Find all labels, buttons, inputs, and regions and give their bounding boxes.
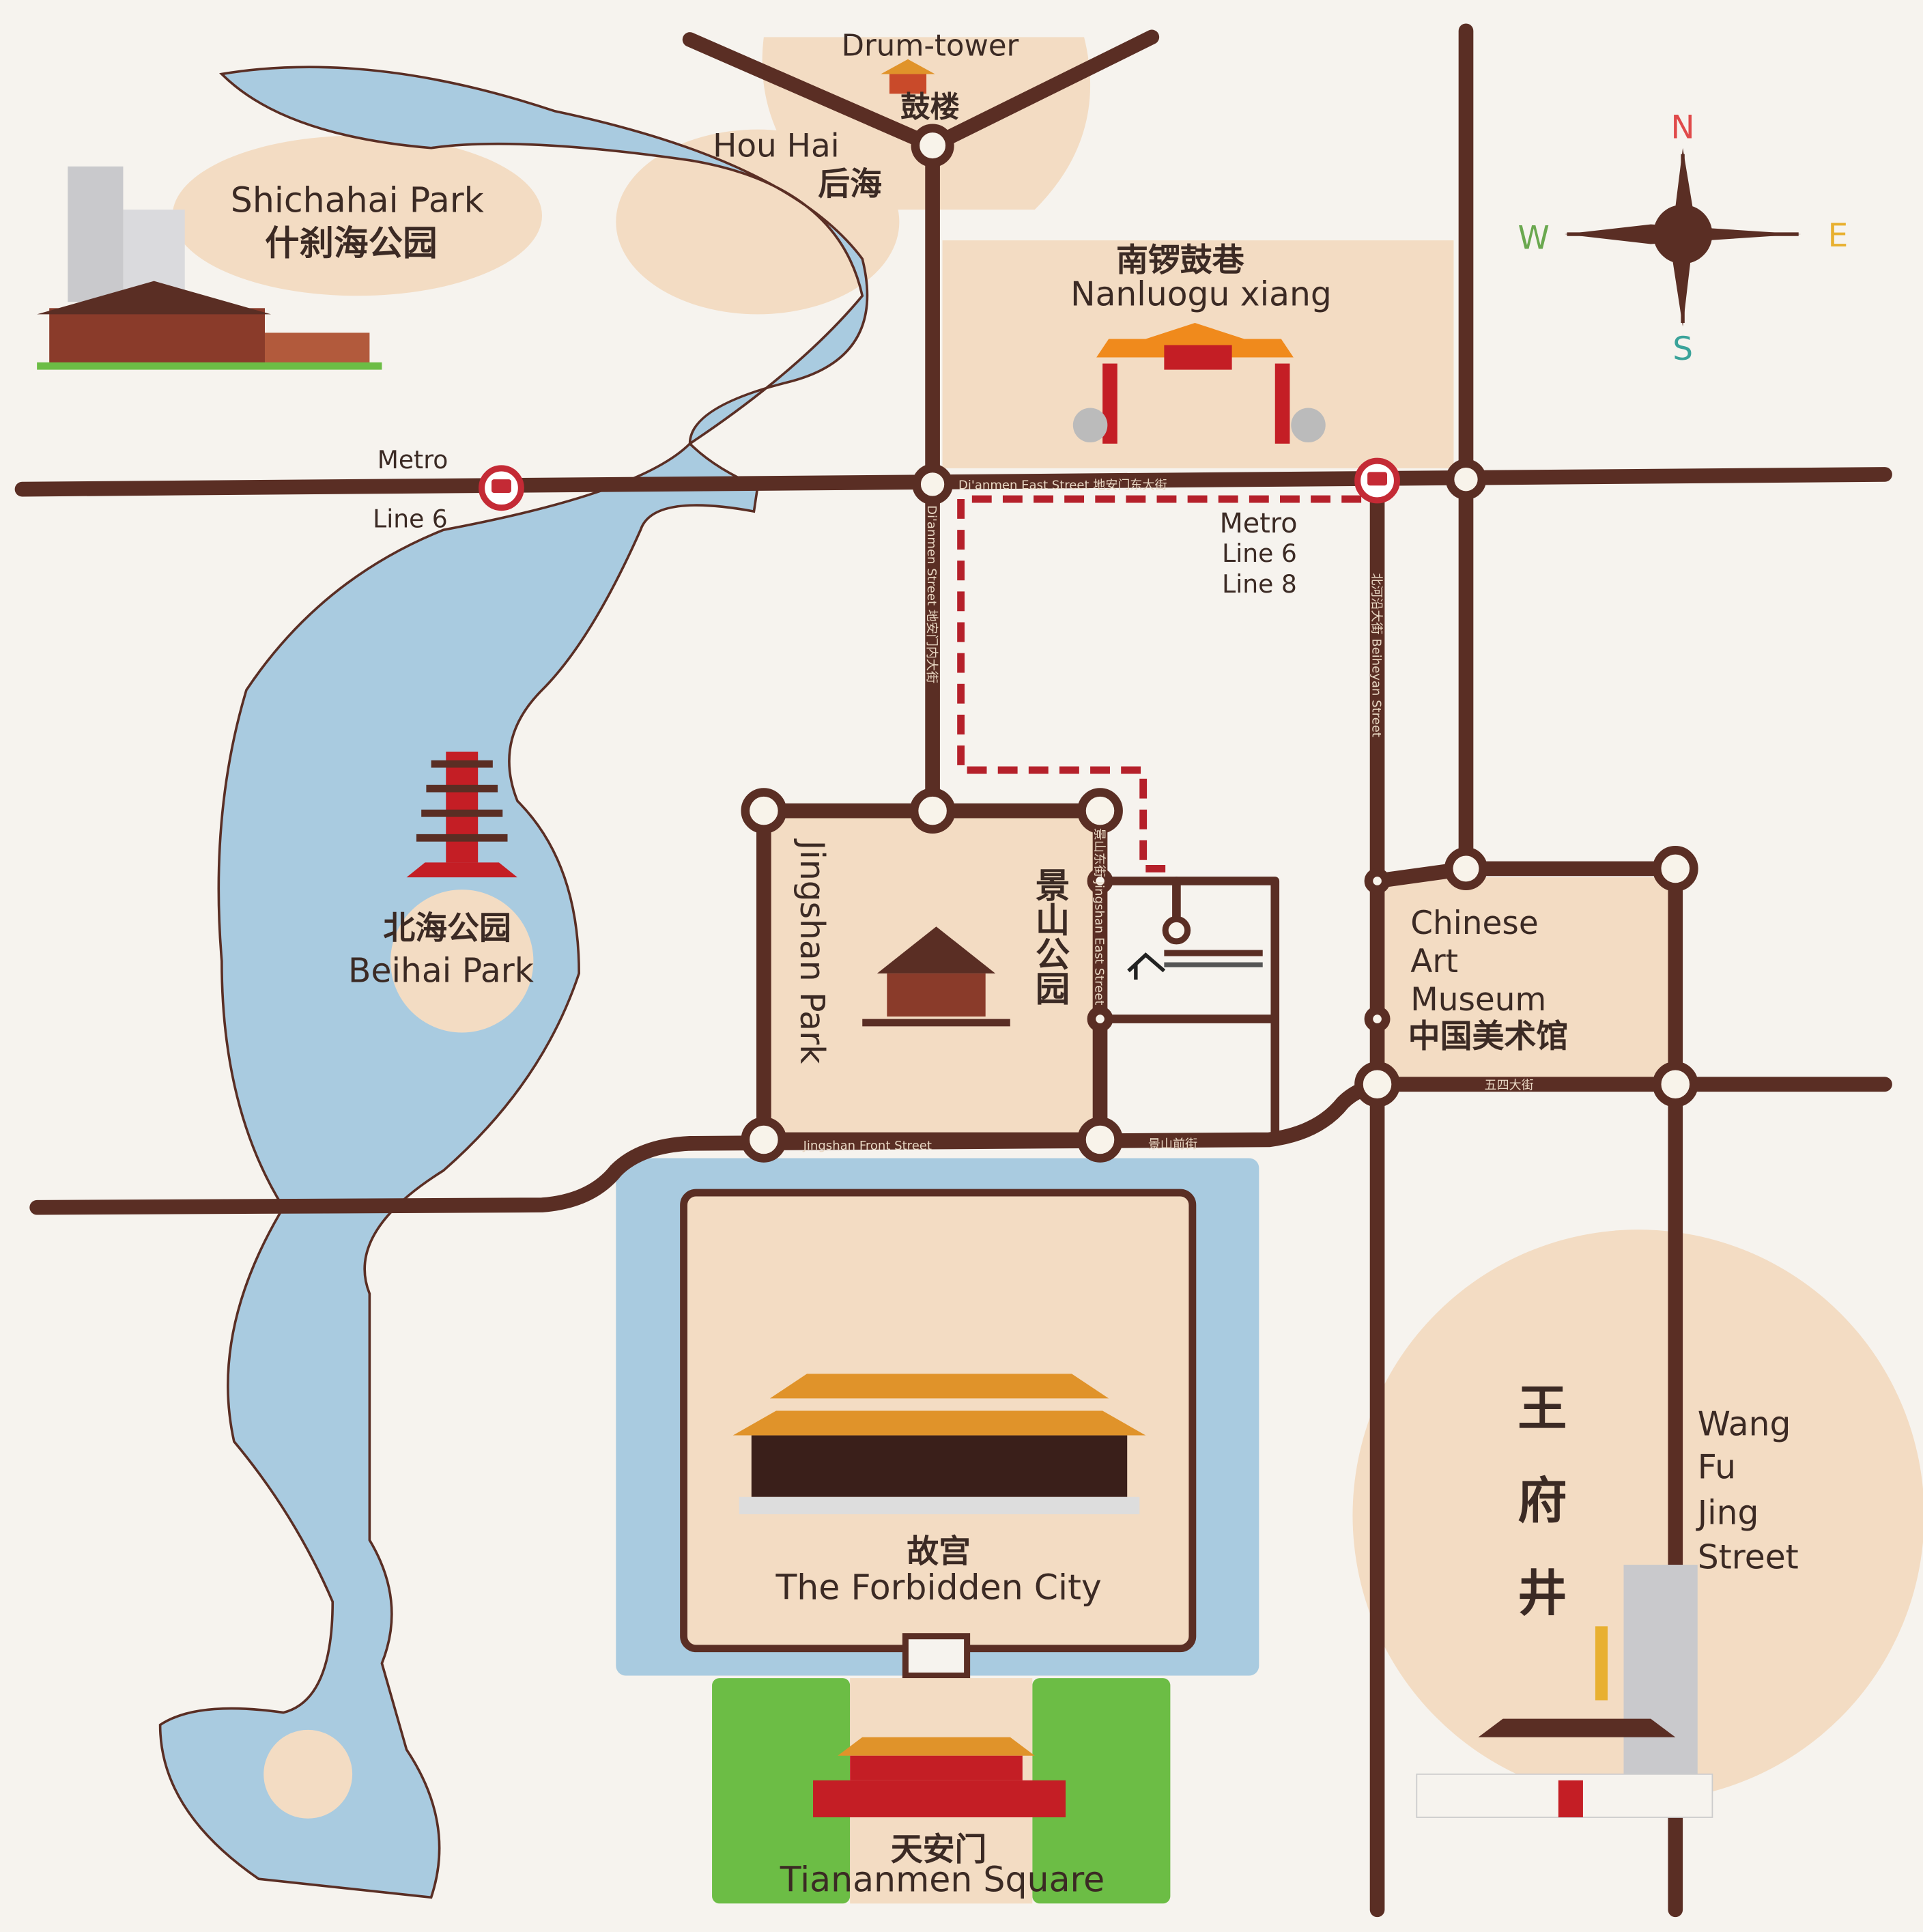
green-lawn-right (1032, 1678, 1171, 1904)
intersection (1354, 1061, 1400, 1107)
metro-east-title: Metro (1220, 508, 1298, 539)
compass-s: S (1672, 330, 1693, 368)
wangfujing-label-cn-2: 府 (1518, 1472, 1567, 1530)
intersection (1087, 868, 1113, 894)
shichahai-buildings-icon (37, 166, 382, 370)
street-label-jingshan-front: Jingshan Front Street (803, 1139, 932, 1153)
intersection (1445, 459, 1487, 500)
beihai-label: Beihai Park (348, 952, 535, 990)
intersection (909, 788, 956, 834)
art-museum-area (1380, 877, 1676, 1085)
metro-east-line1: Line 6 (1222, 539, 1297, 568)
street-label-jingshan-east: 景山东街 Jingshan East Street (1092, 828, 1106, 1006)
road-hotel-block[interactable] (1096, 877, 1280, 1144)
intersection (1364, 868, 1391, 894)
intersection (1087, 1006, 1113, 1032)
nanluogu-label-cn: 南锣鼓巷 (1116, 242, 1244, 279)
wangfujing-label-2: Fu (1698, 1449, 1736, 1487)
street-label-wusi: 五四大街 (1485, 1078, 1534, 1092)
street-label-beiheyan: 北河沿大街 Beiheyan Street (1369, 573, 1383, 737)
shichahai-area (172, 135, 543, 296)
compass-w: W (1518, 220, 1550, 257)
art-museum-label-3: Museum (1410, 981, 1546, 1019)
tiananmen-gate-icon (813, 1737, 1066, 1817)
wangfujing-label-1: Wang (1698, 1406, 1791, 1444)
jingshan-label: Jingshan Park (793, 838, 831, 1064)
tiananmen-label-cn: 天安门 (891, 1831, 987, 1869)
compass-n: N (1671, 109, 1695, 146)
jingshan-pavilion-icon (862, 926, 1010, 1027)
metro-station-east[interactable]: Metro Line 6 Line 8 (1220, 457, 1400, 599)
road-jingshan-front-street[interactable] (29, 1077, 1892, 1215)
intersection (1444, 847, 1488, 891)
art-museum-label-1: Chinese (1410, 905, 1538, 942)
intersections (741, 124, 1698, 1163)
hotel-location-pin-icon[interactable] (1162, 915, 1191, 945)
street-label-jingshan-front-cn: 景山前街 (1148, 1137, 1197, 1152)
nanluogu-label: Nanluogu xiang (1070, 276, 1332, 314)
compass-e: E (1828, 217, 1849, 255)
beihai-pagoda-icon (406, 751, 517, 878)
shichahai-label-cn: 什刹海公园 (265, 223, 438, 264)
forbidden-city-label: The Forbidden City (775, 1567, 1101, 1608)
intersection (1077, 788, 1123, 834)
road-wangfujing-street[interactable] (1369, 861, 1683, 1918)
beihai-label-cn: 北海公园 (383, 909, 511, 947)
intersection (1652, 1061, 1698, 1107)
train-icon (1367, 472, 1387, 486)
shichahai-label: Shichahai Park (231, 180, 485, 221)
art-museum-label-2: Art (1410, 943, 1458, 980)
metro-east-line2: Line 8 (1222, 570, 1297, 599)
wangfujing-label-cn-1: 王 (1518, 1380, 1567, 1438)
forbidden-city-label-cn: 故宫 (907, 1533, 971, 1570)
houhai-label-cn: 后海 (818, 165, 882, 203)
intersection (1364, 1006, 1391, 1032)
green-lawn-left (712, 1678, 851, 1904)
intersection (912, 464, 953, 505)
drum-tower-label: Drum-tower (842, 29, 1019, 63)
compass-rose-icon: N E S W (1518, 109, 1849, 368)
wangfujing-area (1352, 1230, 1923, 1802)
intersection (911, 124, 954, 167)
street-label-dianmen: Di'anmen Street 地安门内大街 (924, 505, 939, 683)
tiananmen-label: Tiananmen Square (780, 1859, 1105, 1899)
lake (158, 66, 869, 1899)
art-museum-label-cn: 中国美术馆 (1408, 1018, 1569, 1055)
drum-tower-area (762, 37, 1091, 210)
hotel-logo[interactable] (1127, 950, 1263, 980)
intersection (741, 788, 787, 834)
train-icon (492, 479, 511, 494)
jingshan-label-cn: 景山公园 (1029, 868, 1070, 1006)
walking-route (957, 495, 1362, 872)
metro-west-title: Metro (378, 446, 448, 474)
drum-tower-icon (881, 59, 935, 94)
houhai-label: Hou Hai (713, 127, 840, 165)
intersection (1652, 846, 1698, 892)
meridian-gate (902, 1633, 971, 1679)
south-island (263, 1729, 353, 1819)
street-label-dianmen-east: Di'anmen East Street 地安门东大街 (958, 479, 1167, 493)
metro-station-west[interactable]: Metro Line 6 (373, 446, 524, 534)
beihai-island (390, 890, 534, 1033)
forbidden-city-hall-icon (732, 1374, 1146, 1515)
wangfujing-label-4: Street (1698, 1538, 1799, 1576)
wangfujing-label-cn-3: 井 (1518, 1565, 1567, 1623)
wangfujing-label-3: Jing (1696, 1494, 1759, 1532)
drum-tower-label-cn: 鼓楼 (900, 90, 960, 125)
nanluogu-gate-icon (1072, 322, 1326, 444)
metro-west-line: Line 6 (373, 505, 448, 534)
wangfujing-buildings-icon (1416, 1565, 1713, 1818)
district-areas (172, 37, 1923, 1802)
intersection (1077, 1117, 1123, 1163)
road-dianmen-east-street[interactable] (14, 467, 1892, 497)
intersection (741, 1117, 787, 1163)
